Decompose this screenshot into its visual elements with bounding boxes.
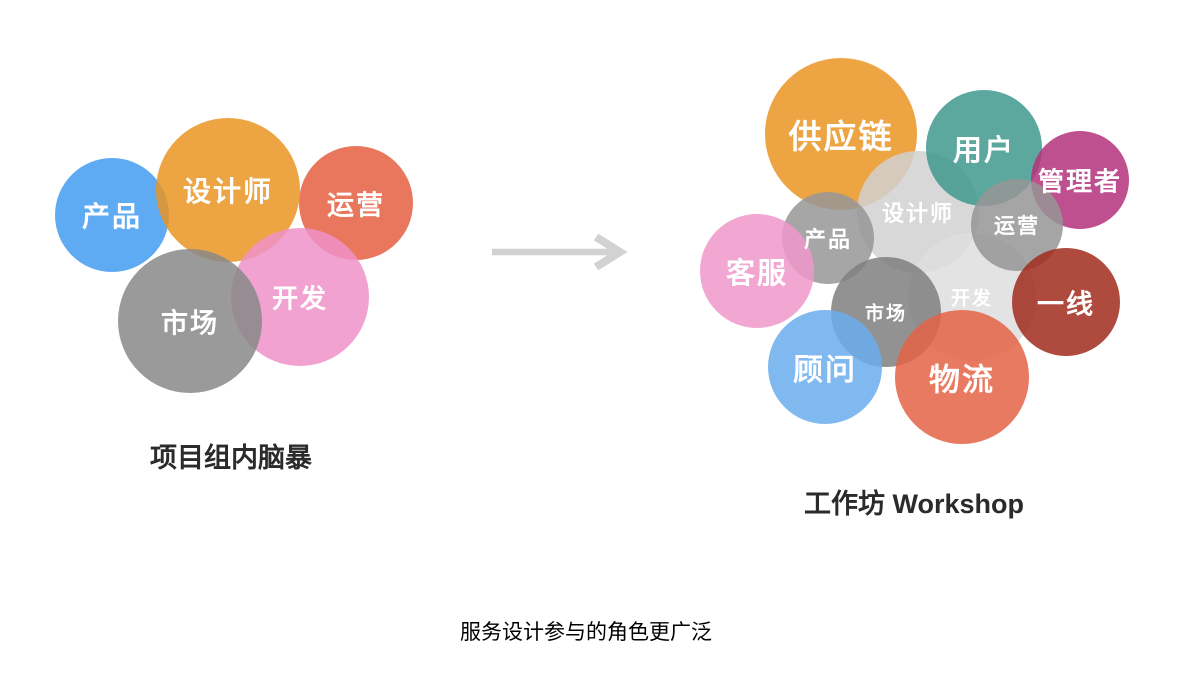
bubble-label-supply-chain: 供应链 <box>788 118 894 155</box>
bubble-label-operations: 运营 <box>327 190 385 221</box>
footer-caption: 服务设计参与的角色更广泛 <box>460 621 712 644</box>
bubble-label-marketing: 市场 <box>864 303 908 325</box>
bubble-label-development: 开发 <box>950 288 994 310</box>
bubble-logistics <box>895 310 1029 444</box>
bubble-customer-service <box>700 214 814 328</box>
bubble-consultant <box>768 310 882 424</box>
bubble-label-consultant: 顾问 <box>793 354 857 387</box>
bubble-label-development: 开发 <box>271 283 329 314</box>
bubble-operations <box>971 179 1063 271</box>
bubble-label-designer: 设计师 <box>881 201 955 226</box>
right-arrow-icon <box>492 233 628 271</box>
bubble-label-operations: 运营 <box>994 215 1040 238</box>
bubble-label-designer: 设计师 <box>182 176 274 207</box>
bubble-label-product: 产品 <box>81 201 143 232</box>
bubble-label-product: 产品 <box>803 227 853 252</box>
bubble-frontline <box>1012 248 1120 356</box>
bubble-supply-chain <box>765 58 917 210</box>
bubble-operations <box>299 146 413 260</box>
left-cluster-caption: 项目组内脑暴 <box>150 443 312 473</box>
bubble-development <box>908 233 1036 361</box>
bubble-label-customer-service: 客服 <box>725 258 789 290</box>
bubble-marketing <box>118 249 262 393</box>
bubble-marketing <box>831 257 941 367</box>
bubble-product <box>55 158 169 272</box>
arrow-head <box>593 233 628 271</box>
bubble-label-user: 用户 <box>952 135 1016 167</box>
bubble-designer <box>857 151 979 273</box>
bubble-label-marketing: 市场 <box>161 308 219 339</box>
bubble-development <box>231 228 369 366</box>
right-cluster-caption: 工作坊 Workshop <box>804 489 1025 519</box>
bubble-user <box>926 90 1042 206</box>
bubble-label-manager: 管理者 <box>1037 166 1123 197</box>
bubble-manager <box>1031 131 1129 229</box>
bubble-designer <box>156 118 300 262</box>
bubble-label-frontline: 一线 <box>1037 289 1095 320</box>
bubble-label-logistics: 物流 <box>929 362 995 398</box>
bubble-product <box>782 192 874 284</box>
